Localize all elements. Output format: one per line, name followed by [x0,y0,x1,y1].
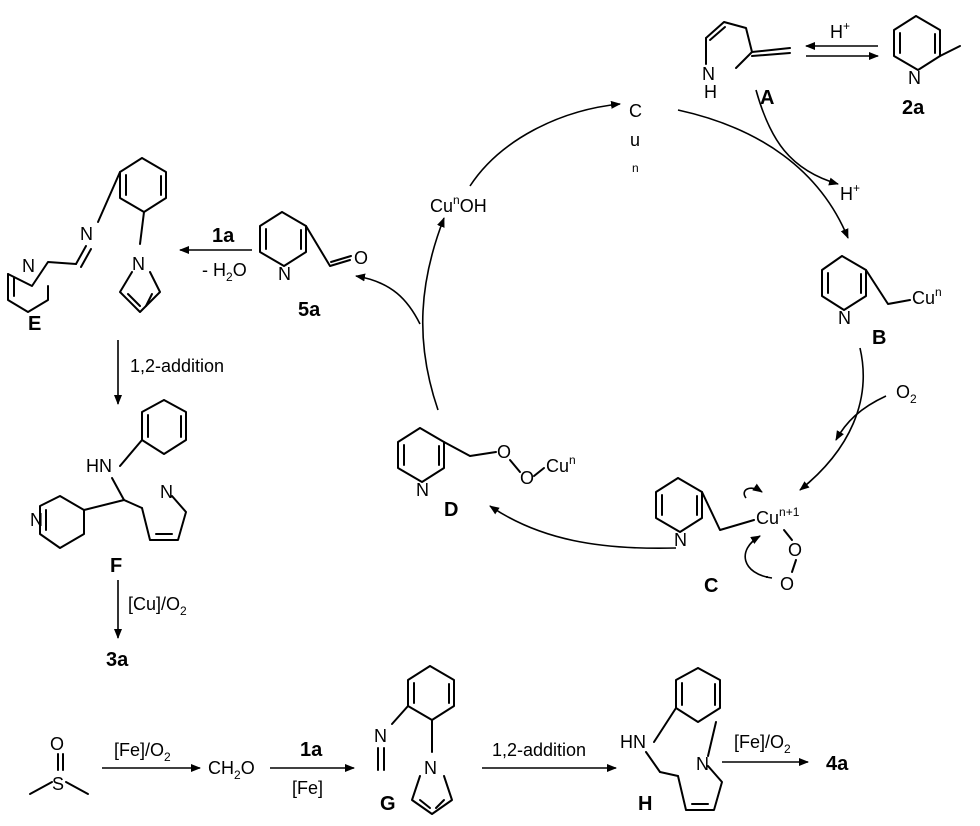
arrow-cun-to-B [677,109,849,239]
dmso-structure: O S [29,734,89,795]
atom-n: N [22,256,35,276]
compound-B-structure: N Cun [821,255,942,328]
atom-hn: HN [86,456,112,476]
radical-dot: · [764,566,770,586]
label-E: E [28,313,41,335]
atom-o: O [354,248,368,268]
cu-n1-C: Cun+1 [756,505,800,528]
atom-o: O [497,442,511,462]
label-F: F [110,555,122,577]
atom-n: N [838,308,851,328]
svg-text:C: C [629,101,642,121]
arrow-radical [744,535,773,579]
label-5a: 5a [298,299,321,321]
atom-n: N [908,68,921,88]
cycle-cu-n-top: C u n [629,101,642,175]
arrow-C-to-D [489,505,677,550]
atom-n: N [160,482,173,502]
equilibrium-arrows: H+ [805,19,879,60]
compound-5a-structure: N O [259,211,368,284]
label-B: B [872,327,886,349]
reagent-1a-bottom: 1a [300,739,323,761]
arrow-O2-in [835,395,887,441]
label-G: G [380,793,396,815]
cu-n-oh: CunOH [430,193,487,216]
fe-o2-reagent-2: [Fe]/O2 [734,732,791,756]
atom-h: H [704,82,717,102]
compound-H-structure: HN N [620,667,723,811]
atom-n: N [424,758,437,778]
arrow-D-to-5a [355,273,421,325]
atom-n: N [416,480,429,500]
label-4a: 4a [826,753,849,775]
compound-2a-structure: N [893,15,961,88]
fe-o2-reagent-1: [Fe]/O2 [114,740,171,764]
o2-reagent: O2 [896,382,917,406]
atom-n: N [132,254,145,274]
compound-D-structure: N O O Cun [397,427,576,500]
svg-text:n: n [632,161,639,175]
svg-text:u: u [630,130,640,150]
addition-label-EF: 1,2-addition [130,356,224,376]
label-2a: 2a [902,97,925,119]
arrow-B-to-C [799,347,864,491]
arrow-D-to-CuOH [421,217,445,411]
atom-s: S [52,774,64,794]
cu-n-B: Cun [912,285,942,308]
atom-o: O [788,540,802,560]
atom-n: N [30,510,43,530]
atom-nh: N [702,64,715,84]
addition-label-GH: 1,2-addition [492,740,586,760]
atom-o: O [50,734,64,754]
label-3a: 3a [106,649,129,671]
cu-o2-reagent: [Cu]/O2 [128,594,187,618]
atom-n: N [80,224,93,244]
cu-n-D: Cun [546,453,576,476]
compound-A-structure: N H [702,21,791,102]
fe-reagent: [Fe] [292,778,323,798]
atom-n: N [674,530,687,550]
atom-o: O [780,574,794,594]
minus-h2o: - H2O [202,260,247,284]
arrow-CuOH-to-Cun [469,100,621,187]
atom-n: N [374,726,387,746]
h-plus-released: H+ [840,181,860,204]
atom-hn: HN [620,732,646,752]
compound-F-structure: HN N N [30,399,187,549]
atom-o: O [520,468,534,488]
reagent-1a: 1a [212,225,235,247]
compound-E-structure: N N N [7,157,167,313]
label-A: A [760,87,774,109]
compound-G-structure: N N [374,665,455,815]
h-plus-label: H+ [830,19,850,42]
atom-n: N [696,754,709,774]
label-D: D [444,499,458,521]
arrow-cu-bond [743,483,763,499]
label-H: H [638,793,652,815]
arrow-A-release [755,89,839,186]
atom-n: N [278,264,291,284]
compound-C-structure: N Cun+1 O O · [655,477,802,594]
ch2o: CH2O [208,758,255,782]
label-C: C [704,575,718,597]
